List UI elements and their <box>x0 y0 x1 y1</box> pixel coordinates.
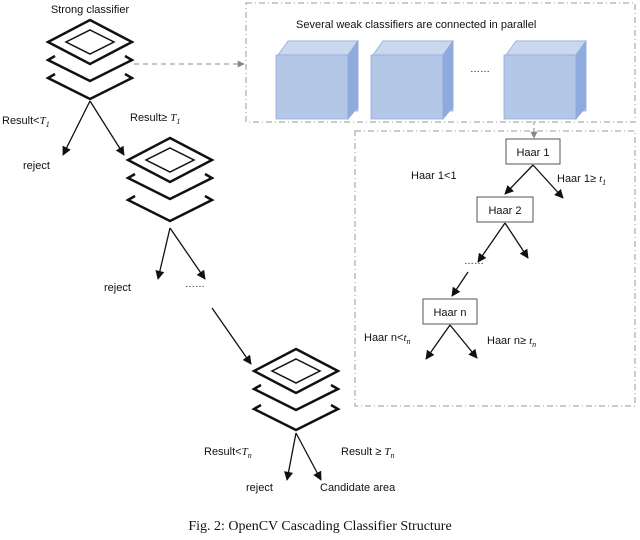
haar-node-1-label: Haar 1 <box>516 147 549 159</box>
figure-caption: Fig. 2: OpenCV Cascading Classifier Stru… <box>188 519 451 534</box>
stage-n-layer-bottom <box>251 403 341 432</box>
haar-2-left-arrow <box>477 222 506 263</box>
haar-node-1 <box>505 138 561 165</box>
stage1-left-arrow <box>62 100 91 156</box>
parallel-classifiers-box <box>245 2 636 123</box>
weak-classifier-block-3 <box>503 39 587 121</box>
weak-classifier-block-2 <box>370 39 454 121</box>
stage2-right-arrow <box>169 227 206 280</box>
stage1-layer-top-inner <box>64 29 116 55</box>
stage2-reject-label: reject <box>104 282 131 294</box>
haar-node-2 <box>476 196 534 223</box>
stage-n-right-condition: Result ≥ Tn <box>341 446 394 460</box>
stage-n-left-condition: Result<Tn <box>204 446 252 460</box>
stage-n-reject-label: reject <box>246 482 273 494</box>
stage-n-layer-stack <box>251 347 341 432</box>
stage1-left-condition: Result<T1 <box>2 115 50 129</box>
parallel-ellipsis: …… <box>470 64 490 75</box>
haar-1-right-condition: Haar 1≥ t1 <box>557 173 606 187</box>
stage1-layer-bottom <box>45 72 135 101</box>
stage1-layer-stack <box>45 18 135 101</box>
haar-tree-ellipsis: …… <box>464 256 484 267</box>
stage2-to-stage-n-arrow <box>211 307 252 365</box>
haar-n-left-condition: Haar n<tn <box>364 332 411 346</box>
stage2-ellipsis: …… <box>185 279 205 290</box>
stage2-layer-top-inner <box>144 147 196 173</box>
parallel-classifiers-label: Several weak classifiers are connected i… <box>296 19 536 31</box>
haar-n-left-arrow <box>425 324 451 360</box>
stage2-layer-bottom <box>125 194 215 223</box>
stage1-right-arrow <box>89 100 125 156</box>
haar-n-right-arrow <box>449 324 478 359</box>
weak-classifier-block-1 <box>275 39 359 121</box>
haar-2-right-arrow <box>504 222 529 259</box>
stage2-left-arrow <box>155 227 171 280</box>
haar-ellipsis-to-n-arrow <box>451 271 469 297</box>
haar-node-n-label: Haar n <box>433 307 466 319</box>
haar-1-left-arrow <box>504 164 534 195</box>
stage-n-layer-top-inner <box>270 358 322 384</box>
stage1-layer-mid <box>45 54 135 83</box>
strong-classifier-label: Strong classifier <box>51 4 130 16</box>
candidate-area-label: Candidate area <box>320 482 396 494</box>
haar-n-right-condition: Haar n≥ tn <box>487 335 536 349</box>
stage-n-right-arrow <box>295 432 322 481</box>
stage2-layer-top <box>125 136 215 184</box>
haar-1-right-arrow <box>532 164 564 199</box>
stage-n-layer-top <box>251 347 341 395</box>
stage1-layer-top <box>45 18 135 66</box>
stage1-right-condition: Result≥ T1 <box>130 112 180 126</box>
stage2-layer-mid <box>125 172 215 201</box>
stage1-reject-label: reject <box>23 160 50 172</box>
stage-n-left-arrow <box>284 432 297 481</box>
haar-tree-box <box>354 130 636 407</box>
stage-n-layer-mid <box>251 383 341 412</box>
haar-node-n <box>422 298 478 325</box>
stage2-layer-stack <box>125 136 215 223</box>
haar-node-2-label: Haar 2 <box>488 205 521 217</box>
haar-1-left-condition: Haar 1<1 <box>411 170 457 182</box>
